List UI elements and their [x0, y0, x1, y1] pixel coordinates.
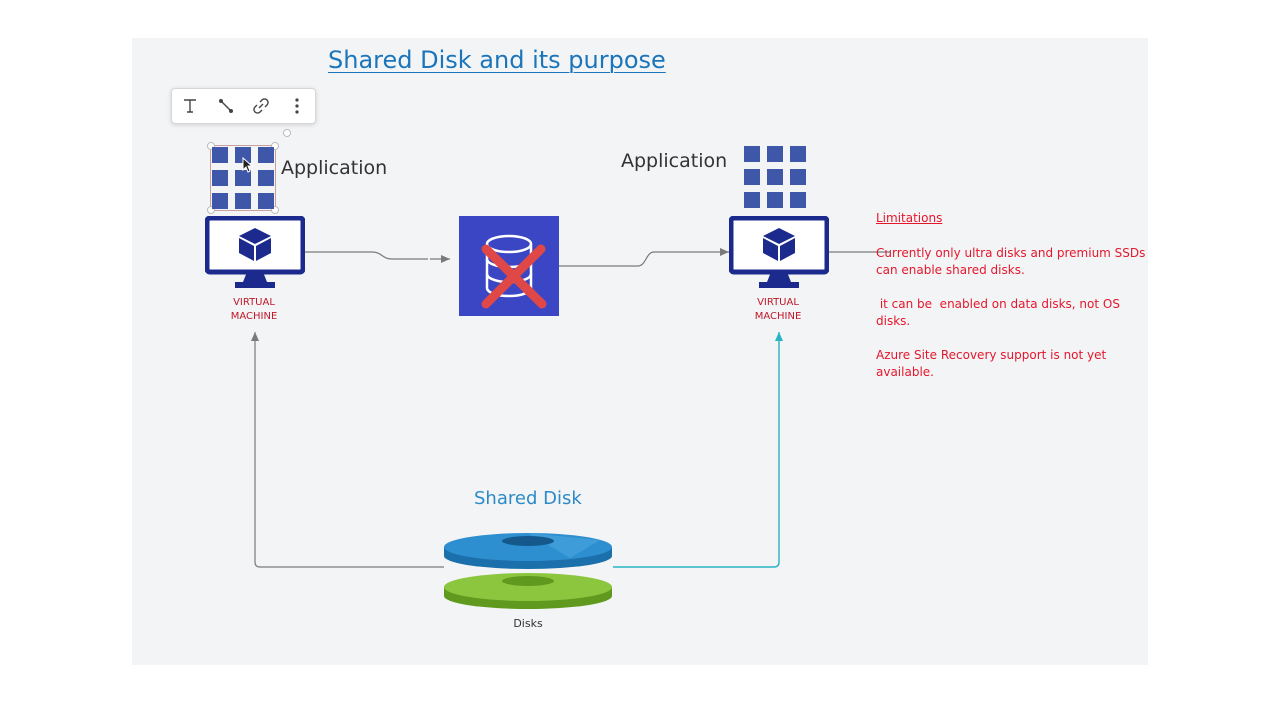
connector-icon[interactable]	[212, 92, 240, 120]
limitation-item: Currently only ultra disks and premium S…	[876, 246, 1146, 277]
virtual-machine-icon[interactable]	[205, 216, 305, 290]
resize-handle[interactable]	[207, 142, 215, 150]
disks-label: Disks	[513, 617, 543, 630]
page-title: Shared Disk and its purpose	[328, 46, 666, 74]
application-grid-icon[interactable]	[744, 146, 806, 208]
link-icon[interactable]	[247, 92, 275, 120]
diagram-canvas	[132, 38, 1148, 665]
floating-toolbar	[171, 88, 316, 124]
more-options-icon[interactable]	[283, 92, 311, 120]
left-application-label[interactable]: Application	[281, 157, 388, 179]
connector-disk-to-right-vm[interactable]	[613, 332, 783, 568]
connector-disk-to-left-vm[interactable]	[251, 332, 444, 568]
database-with-red-x-icon[interactable]	[459, 216, 559, 316]
connector-vm-to-storage[interactable]	[305, 251, 428, 260]
right-application-label[interactable]: Application	[621, 150, 728, 172]
rotate-handle[interactable]	[283, 129, 291, 137]
limitations-heading: Limitations	[876, 211, 943, 225]
resize-handle[interactable]	[271, 142, 279, 150]
selection-box	[210, 145, 276, 211]
resize-handle[interactable]	[271, 206, 279, 214]
text-icon[interactable]	[176, 92, 204, 120]
limitation-item: Azure Site Recovery support is not yet a…	[876, 348, 1107, 379]
limitation-item: it can be enabled on data disks, not OS …	[876, 297, 1124, 328]
application-grid-icon[interactable]	[212, 147, 274, 209]
virtual-machine-icon[interactable]	[729, 216, 829, 290]
connector-storage-to-vm[interactable]	[559, 248, 729, 267]
resize-handle[interactable]	[207, 206, 215, 214]
shared-disk-title[interactable]: Shared Disk	[474, 488, 582, 509]
shared-disk-icon[interactable]	[444, 533, 612, 609]
limitations-note[interactable]: Limitations Currently only ultra disks a…	[876, 210, 1146, 398]
mouse-cursor-icon	[242, 157, 254, 173]
